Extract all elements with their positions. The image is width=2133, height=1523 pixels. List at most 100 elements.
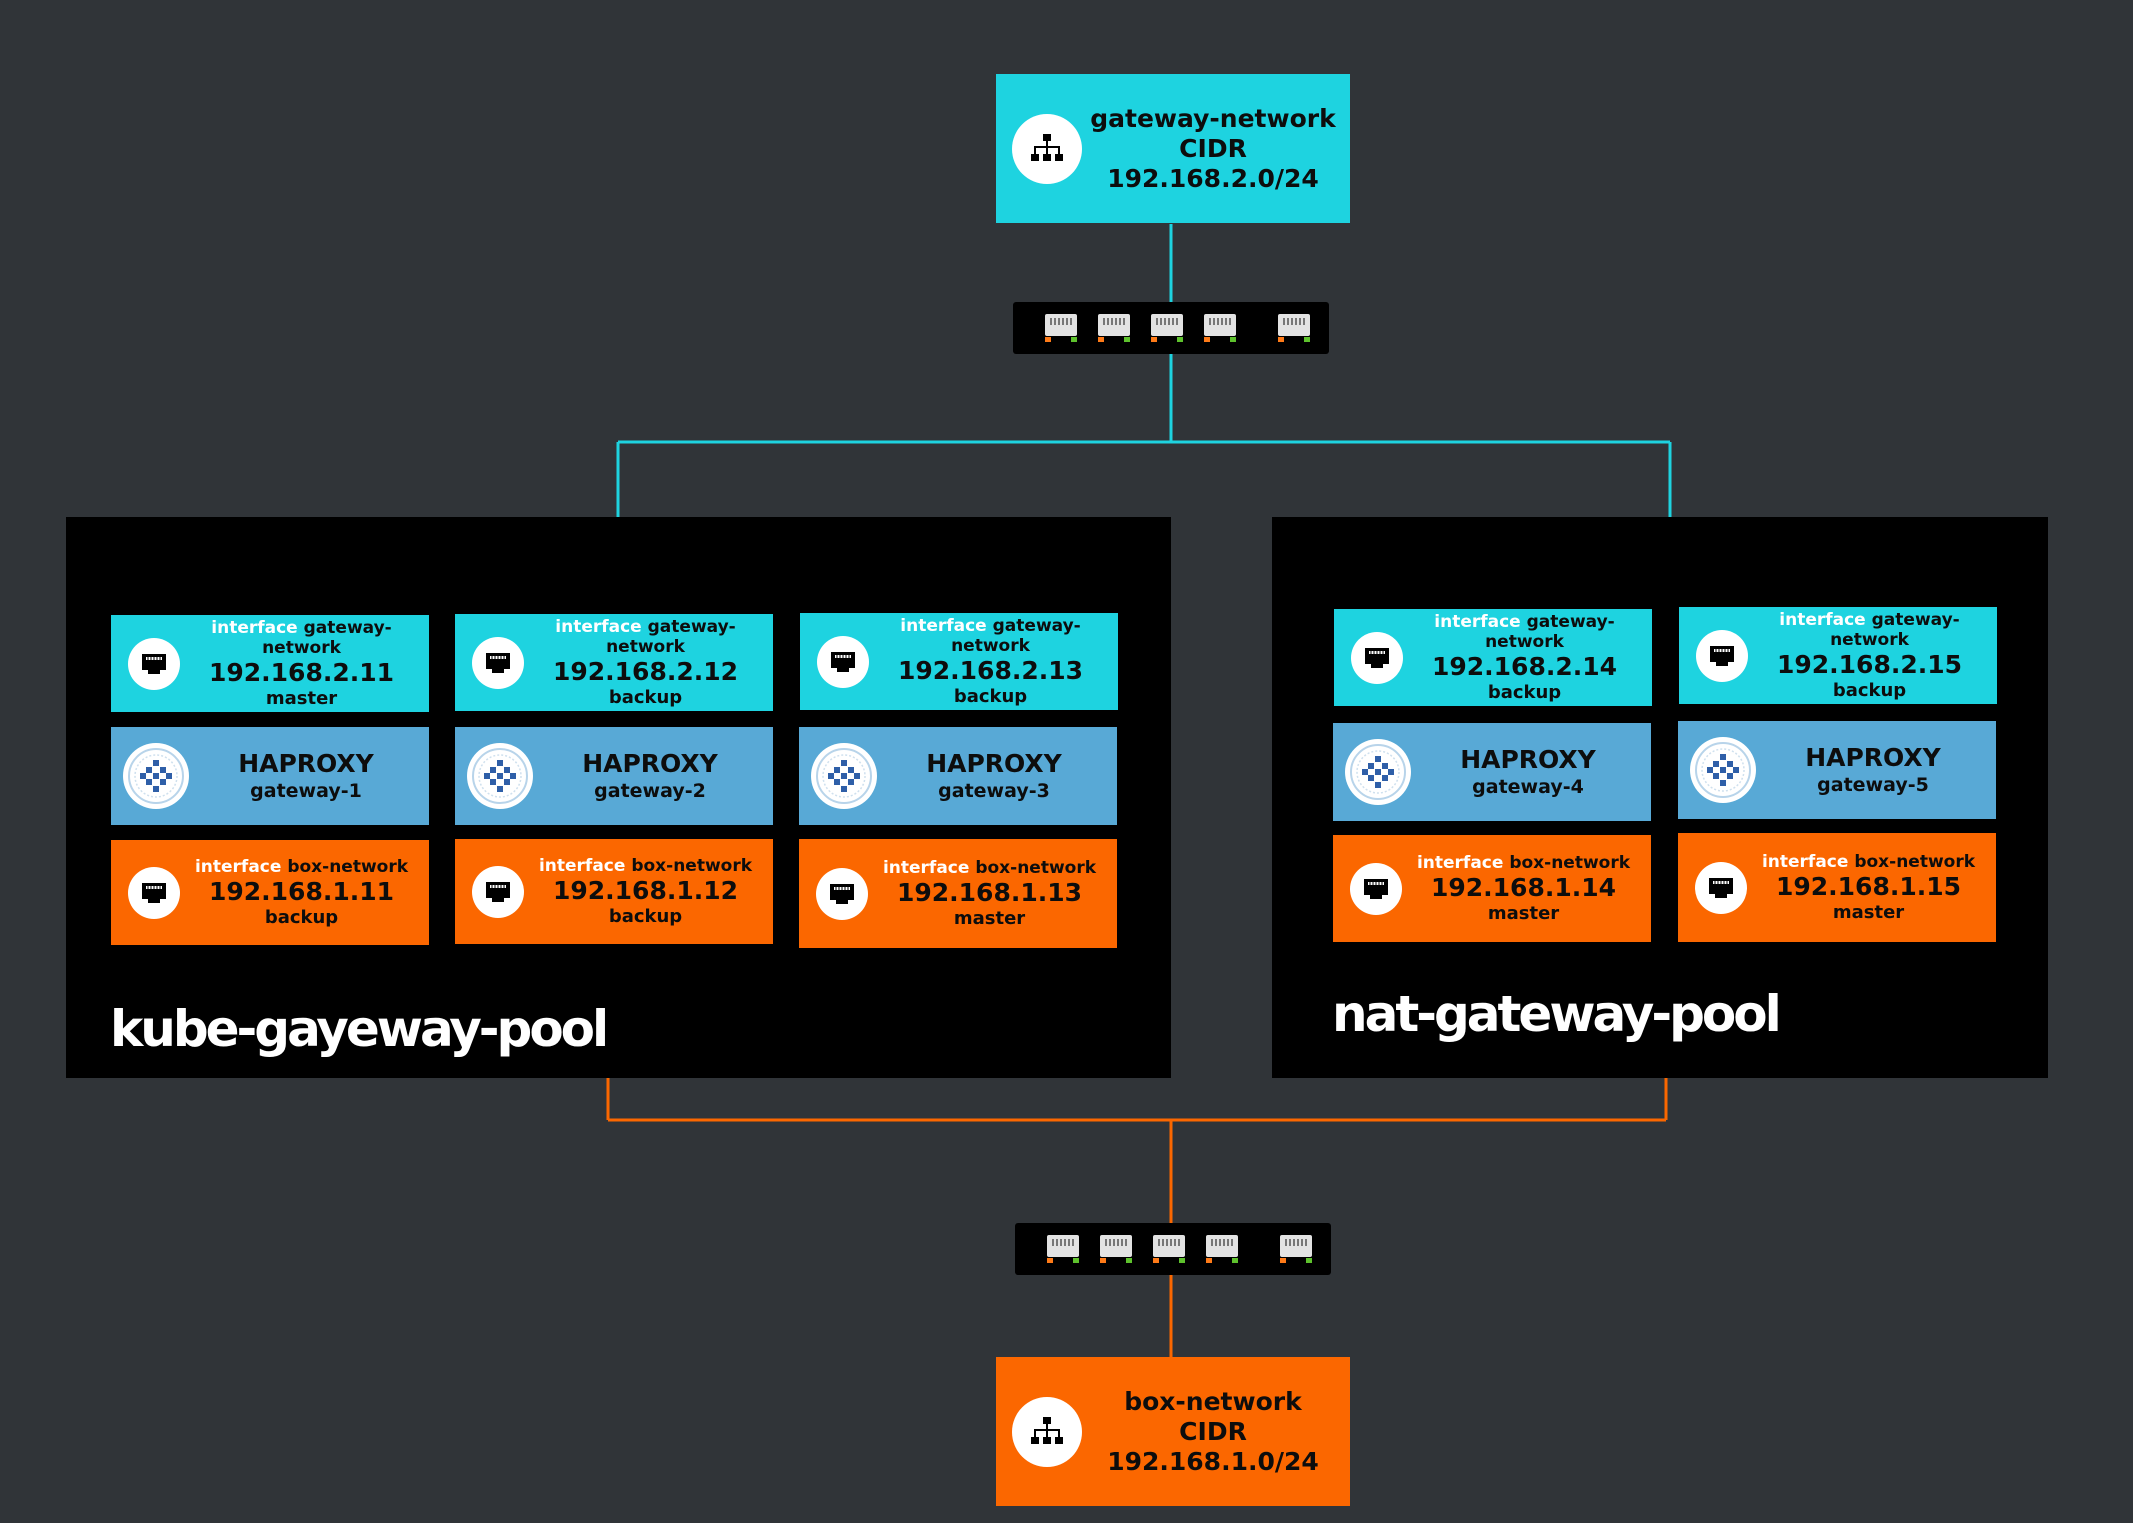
gateway-3-gateway-interface[interactable]: interface gateway-network 192.168.2.13 b… <box>800 613 1118 710</box>
pool-title: kube-gayeway-pool <box>110 1000 609 1058</box>
haproxy-logo-icon <box>1690 737 1756 803</box>
network-cidr-label: CIDR <box>1179 1416 1247 1446</box>
interface-network: box-network <box>287 857 409 877</box>
gateway-4-haproxy[interactable]: HAPROXY gateway-4 <box>1333 723 1651 821</box>
ethernet-port-icon <box>128 866 180 919</box>
interface-ip: 192.168.2.15 <box>1776 650 1963 679</box>
ethernet-port-icon <box>1204 314 1236 342</box>
interface-ip: 192.168.2.11 <box>208 658 395 687</box>
haproxy-logo-icon <box>123 743 189 809</box>
ethernet-port-icon <box>472 636 524 689</box>
gateway-5-gateway-interface[interactable]: interface gateway-network 192.168.2.15 b… <box>1679 607 1997 704</box>
interface-ip: 192.168.2.14 <box>1431 652 1618 681</box>
interface-prefix: interface <box>1416 853 1504 873</box>
gateway-5-haproxy[interactable]: HAPROXY gateway-5 <box>1678 721 1996 819</box>
interface-role: backup <box>608 687 683 708</box>
network-name: box-network <box>1124 1386 1302 1416</box>
ethernet-port-icon <box>1151 314 1183 342</box>
interface-network: gateway-network <box>1485 612 1615 652</box>
gateway-3-box-interface[interactable]: interface box-network 192.168.1.13 maste… <box>799 839 1117 948</box>
ethernet-port-icon <box>1350 862 1402 915</box>
interface-network: box-network <box>1854 852 1976 872</box>
ethernet-port-icon <box>1695 861 1747 914</box>
gateway-network-node[interactable]: gateway-network CIDR 192.168.2.0/24 <box>996 74 1350 223</box>
interface-network: box-network <box>975 858 1097 878</box>
interface-role: master <box>265 688 338 709</box>
interface-prefix: interface <box>1779 610 1866 630</box>
ethernet-port-icon <box>128 637 180 690</box>
ethernet-port-icon <box>816 867 868 920</box>
interface-prefix: interface <box>1434 612 1521 632</box>
interface-role: master <box>1832 902 1905 923</box>
interface-ip: 192.168.1.14 <box>1430 873 1617 902</box>
network-hierarchy-icon <box>1012 1396 1082 1467</box>
gateway-4-box-interface[interactable]: interface box-network 192.168.1.14 maste… <box>1333 835 1651 942</box>
haproxy-logo-icon <box>811 743 877 809</box>
interface-network: gateway-network <box>262 618 392 658</box>
interface-prefix: interface <box>555 617 642 637</box>
interface-ip: 192.168.2.13 <box>897 656 1084 685</box>
haproxy-logo-icon <box>467 743 533 809</box>
interface-prefix: interface <box>194 857 282 877</box>
ethernet-port-icon <box>1206 1235 1238 1263</box>
gateway-3-haproxy[interactable]: HAPROXY gateway-3 <box>799 727 1117 825</box>
interface-role: master <box>1487 903 1560 924</box>
gateway-1-gateway-interface[interactable]: interface gateway-network 192.168.2.11 m… <box>111 615 429 712</box>
interface-ip: 192.168.1.13 <box>896 878 1083 907</box>
ethernet-port-icon <box>1098 314 1130 342</box>
haproxy-name: HAPROXY <box>926 749 1062 778</box>
interface-prefix: interface <box>882 858 970 878</box>
gateway-2-box-interface[interactable]: interface box-network 192.168.1.12 backu… <box>455 839 773 944</box>
interface-prefix: interface <box>900 616 987 636</box>
gateway-host: gateway-5 <box>1817 774 1929 796</box>
network-cidr-value: 192.168.2.0/24 <box>1107 163 1319 193</box>
gateway-5-box-interface[interactable]: interface box-network 192.168.1.15 maste… <box>1678 833 1996 942</box>
haproxy-name: HAPROXY <box>238 749 374 778</box>
pool-title: nat-gateway-pool <box>1332 985 1782 1043</box>
network-cidr-label: CIDR <box>1179 133 1247 163</box>
ethernet-port-icon <box>1047 1235 1079 1263</box>
ethernet-port-icon <box>1351 631 1403 684</box>
gateway-2-haproxy[interactable]: HAPROXY gateway-2 <box>455 727 773 825</box>
ethernet-port-icon <box>1280 1235 1312 1263</box>
interface-prefix: interface <box>211 618 298 638</box>
ethernet-port-icon <box>1153 1235 1185 1263</box>
box-network-node[interactable]: box-network CIDR 192.168.1.0/24 <box>996 1357 1350 1506</box>
gateway-2-gateway-interface[interactable]: interface gateway-network 192.168.2.12 b… <box>455 614 773 711</box>
gateway-1-haproxy[interactable]: HAPROXY gateway-1 <box>111 727 429 825</box>
interface-network: gateway-network <box>1830 610 1960 650</box>
interface-network: gateway-network <box>606 617 736 657</box>
haproxy-name: HAPROXY <box>1460 745 1596 774</box>
interface-role: backup <box>953 686 1028 707</box>
network-cidr-value: 192.168.1.0/24 <box>1107 1446 1319 1476</box>
interface-network: box-network <box>631 856 753 876</box>
interface-ip: 192.168.1.15 <box>1775 872 1962 901</box>
ethernet-port-icon <box>472 865 524 918</box>
ethernet-port-icon <box>1045 314 1077 342</box>
interface-role: backup <box>1832 680 1907 701</box>
gateway-host: gateway-3 <box>938 780 1050 802</box>
gateway-network-switch[interactable] <box>1013 302 1329 354</box>
haproxy-name: HAPROXY <box>1805 743 1941 772</box>
gateway-host: gateway-1 <box>250 780 362 802</box>
interface-ip: 192.168.1.12 <box>552 876 739 905</box>
interface-role: master <box>953 908 1026 929</box>
interface-ip: 192.168.2.12 <box>552 657 739 686</box>
network-name: gateway-network <box>1090 103 1336 133</box>
gateway-1-box-interface[interactable]: interface box-network 192.168.1.11 backu… <box>111 840 429 945</box>
interface-network: box-network <box>1509 853 1631 873</box>
interface-role: backup <box>608 906 683 927</box>
gateway-host: gateway-4 <box>1472 776 1584 798</box>
interface-ip: 192.168.1.11 <box>208 877 395 906</box>
ethernet-port-icon <box>1100 1235 1132 1263</box>
interface-role: backup <box>1487 682 1562 703</box>
haproxy-logo-icon <box>1345 739 1411 805</box>
gateway-4-gateway-interface[interactable]: interface gateway-network 192.168.2.14 b… <box>1334 609 1652 706</box>
interface-network: gateway-network <box>951 616 1081 656</box>
gateway-host: gateway-2 <box>594 780 706 802</box>
interface-role: backup <box>264 907 339 928</box>
box-network-switch[interactable] <box>1015 1223 1331 1275</box>
ethernet-port-icon <box>1696 629 1748 682</box>
ethernet-port-icon <box>817 635 869 688</box>
haproxy-name: HAPROXY <box>582 749 718 778</box>
